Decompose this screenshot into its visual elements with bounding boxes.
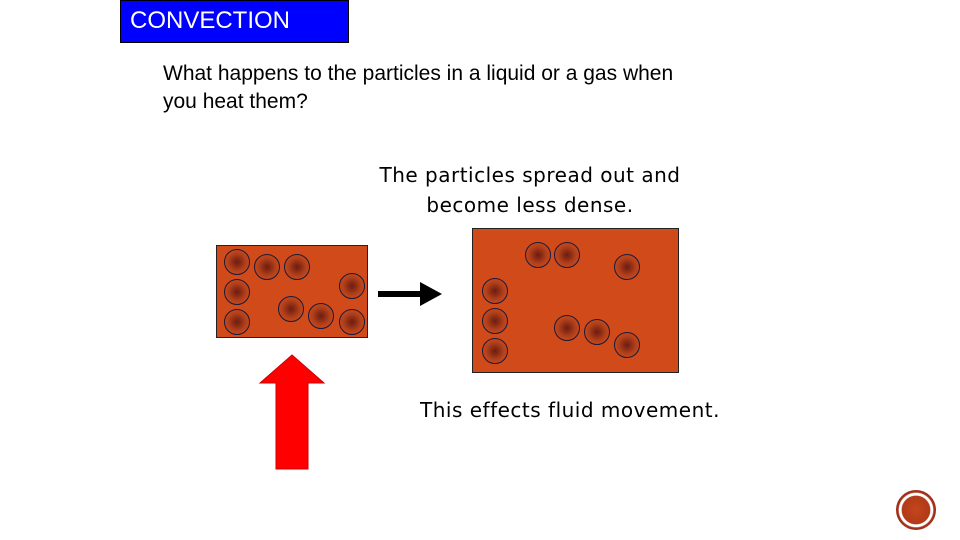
slide-title: CONVECTION bbox=[120, 0, 349, 43]
particle bbox=[525, 242, 551, 268]
particle bbox=[614, 332, 640, 358]
particle bbox=[224, 249, 250, 275]
seal-logo-icon bbox=[896, 490, 936, 530]
particle bbox=[308, 303, 334, 329]
particle bbox=[254, 254, 280, 280]
particle bbox=[482, 308, 508, 334]
particle bbox=[339, 309, 365, 335]
particle bbox=[339, 273, 365, 299]
particle bbox=[224, 309, 250, 335]
particle bbox=[584, 319, 610, 345]
particle bbox=[224, 279, 250, 305]
particle bbox=[284, 254, 310, 280]
cold-particles-container bbox=[216, 245, 368, 338]
up-arrow-icon bbox=[258, 354, 326, 470]
answer-text: The particles spread out and become less… bbox=[379, 163, 681, 217]
particle bbox=[614, 254, 640, 280]
particle bbox=[278, 296, 304, 322]
effect-text: This effects fluid movement. bbox=[420, 398, 720, 422]
particle bbox=[554, 242, 580, 268]
particle bbox=[482, 338, 508, 364]
hot-particles-container bbox=[472, 228, 679, 373]
right-arrow-icon bbox=[378, 282, 442, 306]
particle bbox=[554, 315, 580, 341]
particle bbox=[482, 278, 508, 304]
question-text: What happens to the particles in a liqui… bbox=[163, 62, 674, 113]
